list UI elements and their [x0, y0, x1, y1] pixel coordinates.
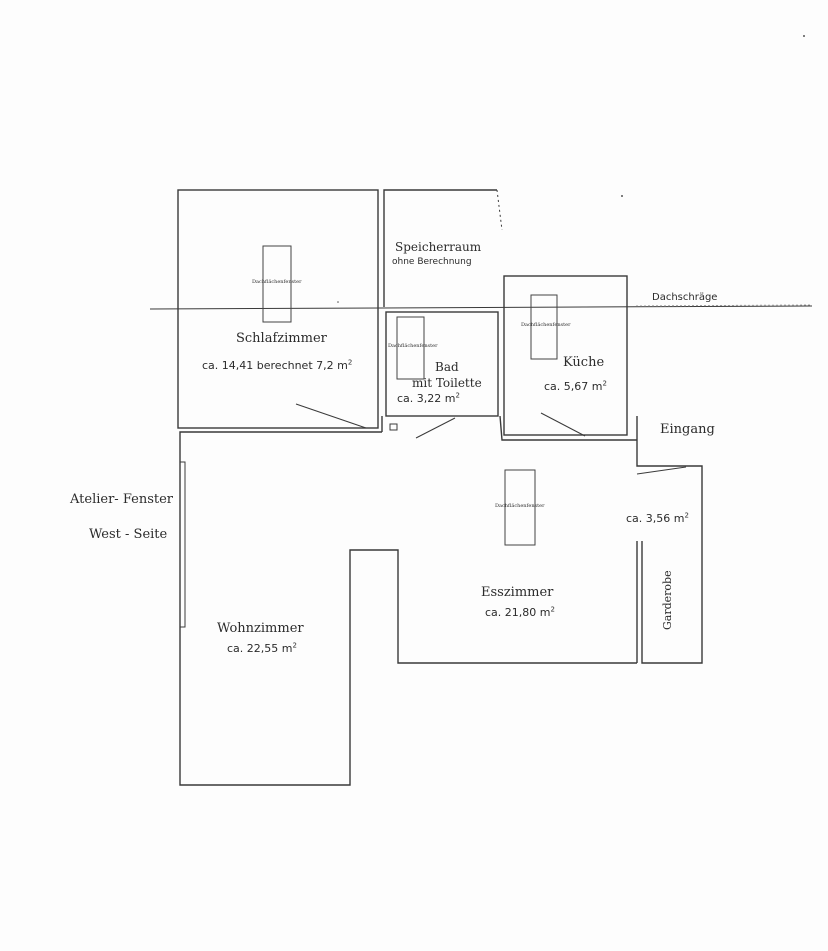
- kueche-walls: [503, 275, 628, 436]
- esszimmer-name: Esszimmer: [481, 585, 554, 600]
- atelier-label-line1: Atelier- Fenster: [70, 492, 174, 507]
- kueche-corridor: [499, 415, 637, 441]
- skylight-kueche: [530, 294, 558, 360]
- bad-walls: [385, 311, 499, 417]
- dot: [803, 35, 805, 37]
- wohnzimmer-name: Wohnzimmer: [217, 621, 304, 636]
- bad-name2: mit Toilette: [412, 376, 482, 390]
- wohnzimmer-area: ca. 22,55 m2: [227, 641, 297, 655]
- dachschraege-label: Dachschräge: [652, 292, 718, 303]
- speicher-right-dashed: [496, 189, 503, 231]
- dachschraege-line-dotted: [635, 304, 813, 307]
- skylight-label-bad: Dachflächenfenster: [388, 343, 438, 349]
- skylight-label-schlafzimmer: Dachflächenfenster: [252, 279, 302, 285]
- door-kueche: [540, 412, 586, 437]
- bad-area: ca. 3,22 m2: [397, 391, 460, 405]
- bad-name: Bad: [435, 360, 459, 374]
- door-bad: [415, 417, 456, 439]
- door-marker: [389, 423, 398, 431]
- atelier-window: [179, 461, 186, 628]
- atelier-label-line2: West - Seite: [89, 527, 168, 542]
- eingang-label: Eingang: [660, 422, 715, 437]
- flur-area: ca. 3,56 m2: [626, 511, 689, 525]
- skylight-schlafzimmer: [262, 245, 292, 323]
- schlafzimmer-area: ca. 14,41 berechnet 7,2 m2: [202, 358, 353, 372]
- speicher-note: ohne Berechnung: [392, 257, 472, 267]
- flur-walls: [636, 416, 703, 664]
- door-schlafzimmer: [295, 403, 367, 429]
- door-flur: [636, 466, 687, 475]
- speicher-name: Speicherraum: [395, 240, 482, 254]
- kueche-name: Küche: [563, 355, 605, 370]
- kueche-area: ca. 5,67 m2: [544, 379, 607, 393]
- speicher-walls: [383, 189, 497, 307]
- esszimmer-area: ca. 21,80 m2: [485, 605, 555, 619]
- dachschraege-line: [149, 305, 813, 310]
- garderobe-label: Garderobe: [661, 570, 674, 630]
- schlafzimmer-name: Schlafzimmer: [236, 331, 327, 346]
- skylight-esszimmer: [504, 469, 536, 546]
- skylight-bad: [396, 316, 425, 380]
- skylight-label-kueche: Dachflächenfenster: [521, 322, 571, 328]
- dot: [621, 195, 623, 197]
- dot: [337, 301, 339, 303]
- skylight-label-esszimmer: Dachflächenfenster: [495, 503, 545, 509]
- wohnzimmer-walls: [179, 431, 637, 786]
